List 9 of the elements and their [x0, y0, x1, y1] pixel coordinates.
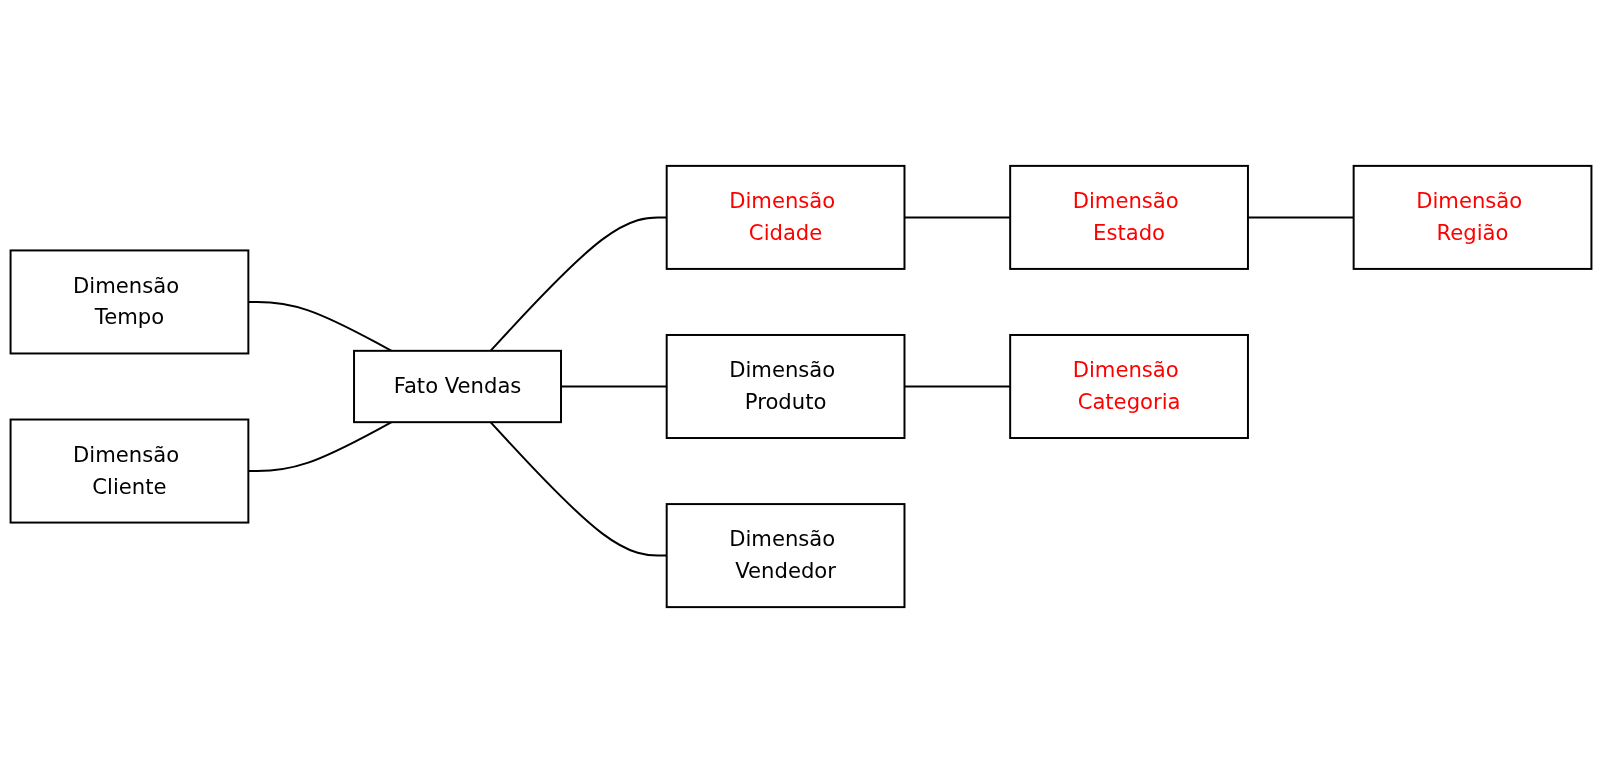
node-box: Dimensão Cidade — [665, 164, 906, 270]
node-box: Dimensão Região — [1352, 164, 1593, 270]
node-box: Dimensão Vendedor — [665, 503, 906, 609]
node-box: Dimensão Estado — [1009, 164, 1249, 270]
node-box: Dimensão Categoria — [1009, 334, 1249, 439]
node-box: Dimensão Tempo — [9, 249, 250, 355]
node-box: Fato Vendas — [353, 349, 562, 424]
node-box: Dimensão Cliente — [9, 418, 250, 524]
node-box: Dimensão Produto — [665, 334, 906, 439]
